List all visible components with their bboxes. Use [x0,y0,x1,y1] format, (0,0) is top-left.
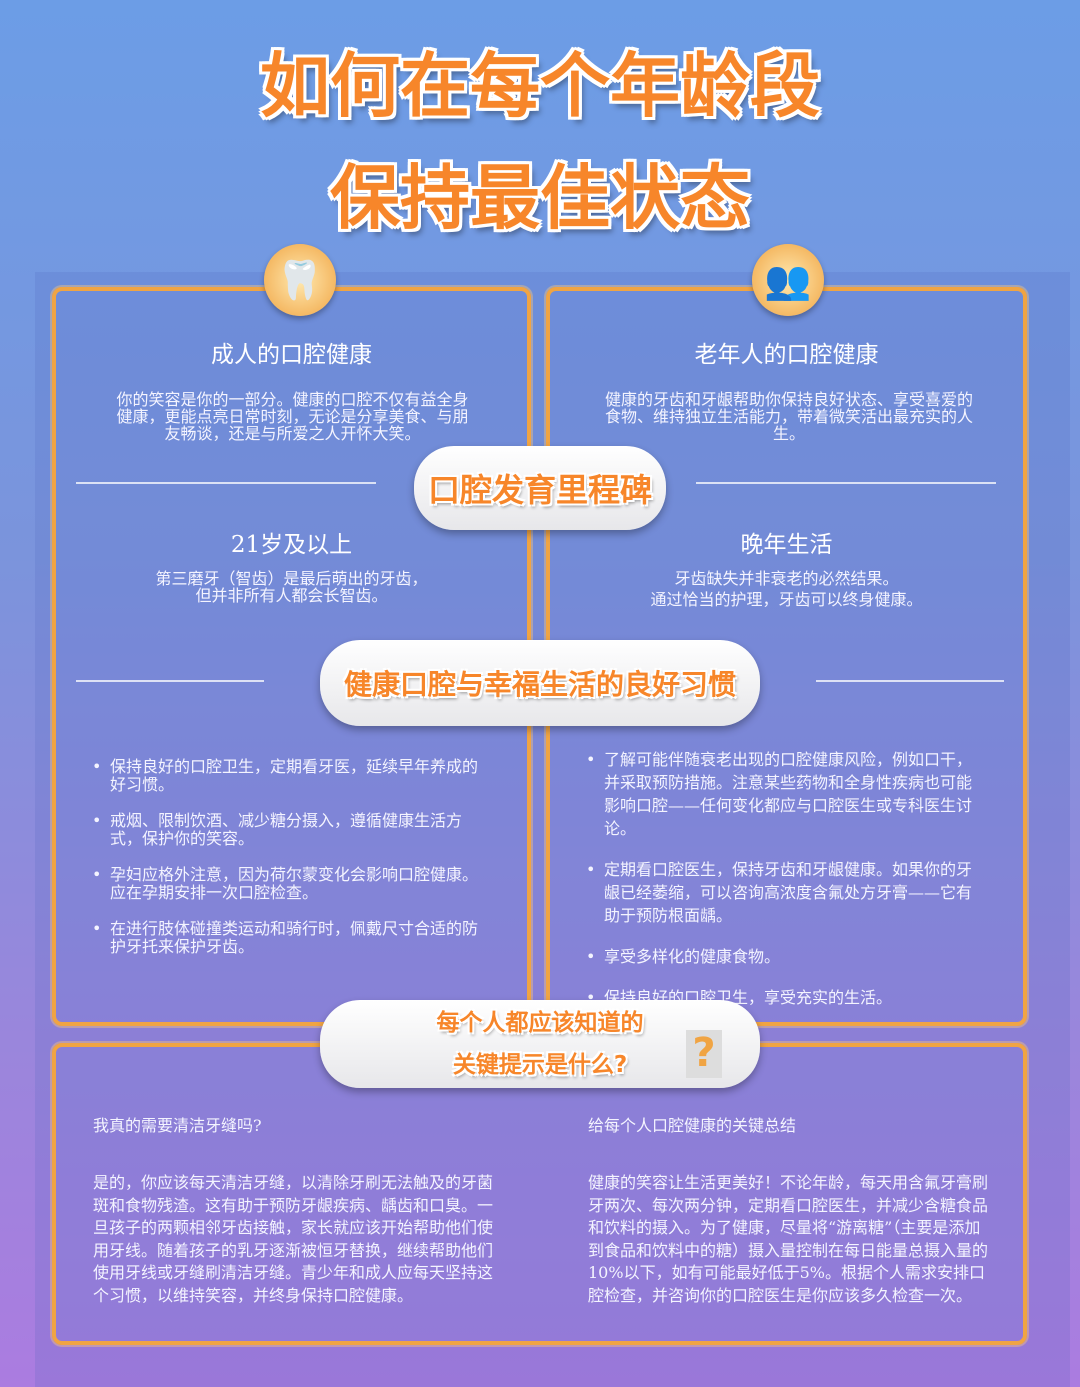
senior-heading: 老年人的口腔健康 [694,342,879,368]
senior-milestone-heading: 晚年生活 [740,532,833,558]
tooth-check-icon: 🦷 [264,244,336,316]
divider [76,482,376,484]
divider [76,680,264,682]
senior-habits-list: 了解可能伴随衰老出现的口腔健康风险，例如口干，并采取预防措施。注意某些药物和全身… [582,748,977,1027]
floss-text: 是的，你应该每天清洁牙缝，以清除牙刷无法触及的牙菌斑和食物残渣。这有助于预防牙龈… [93,1173,494,1305]
adult-milestone-text: 第三磨牙（智齿）是最后萌出的牙齿， 但并非所有人都会长智齿。 [155,569,428,605]
people-icon: 👥 [752,244,824,316]
question-mark-icon: ? [686,1030,722,1078]
divider [816,680,1004,682]
tips-panel [52,1043,1027,1345]
floss-heading: 我真的需要清洁牙缝吗? [93,1116,262,1135]
list-item: 定期看口腔医生，保持牙齿和牙龈健康。如果你的牙龈已经萎缩，可以咨询高浓度含氟处方… [582,858,977,927]
adult-intro: 你的笑容是你的一部分。健康的口腔不仅有益全身健康，更能点亮日常时刻，无论是分享美… [116,390,469,443]
habits-pill: 健康口腔与幸福生活的良好习惯 [320,640,760,726]
summary-text: 健康的笑容让生活更美好！不论年龄，每天用含氟牙膏刷牙两次、每次两分钟，定期看口腔… [588,1173,989,1305]
list-item: 在进行肢体碰撞类运动和骑行时，佩戴尺寸合适的防护牙托来保护牙齿。 [88,920,483,956]
senior-milestone-text: 牙齿缺失并非衰老的必然结果。 通过恰当的护理，牙齿可以终身健康。 [650,569,923,609]
title-line2: 保持最佳状态 [330,157,750,239]
summary-heading: 给每个人口腔健康的关键总结 [588,1116,797,1135]
tips-pill-line2: 关键提示是什么? [452,1052,628,1078]
list-item: 保持良好的口腔卫生，定期看牙医，延续早年养成的好习惯。 [88,758,483,794]
list-item: 享受多样化的健康食物。 [582,945,977,968]
tips-pill-line1: 每个人都应该知道的 [436,1010,644,1036]
adult-milestone-heading: 21岁及以上 [230,532,353,558]
list-item: 戒烟、限制饮酒、减少糖分摄入，遵循健康生活方式，保护你的笑容。 [88,812,483,848]
adult-habits-list: 保持良好的口腔卫生，定期看牙医，延续早年养成的好习惯。 戒烟、限制饮酒、减少糖分… [88,758,483,974]
adult-heading: 成人的口腔健康 [211,342,372,368]
list-item: 孕妇应格外注意，因为荷尔蒙变化会影响口腔健康。应在孕期安排一次口腔检查。 [88,866,483,902]
divider [696,482,996,484]
milestones-pill: 口腔发育里程碑 [414,446,666,530]
list-item: 了解可能伴随衰老出现的口腔健康风险，例如口干，并采取预防措施。注意某些药物和全身… [582,748,977,840]
title-line1: 如何在每个年龄段 [260,45,820,127]
senior-intro: 健康的牙齿和牙龈帮助你保持良好状态、享受喜爱的食物、维持独立生活能力，带着微笑活… [604,390,973,443]
